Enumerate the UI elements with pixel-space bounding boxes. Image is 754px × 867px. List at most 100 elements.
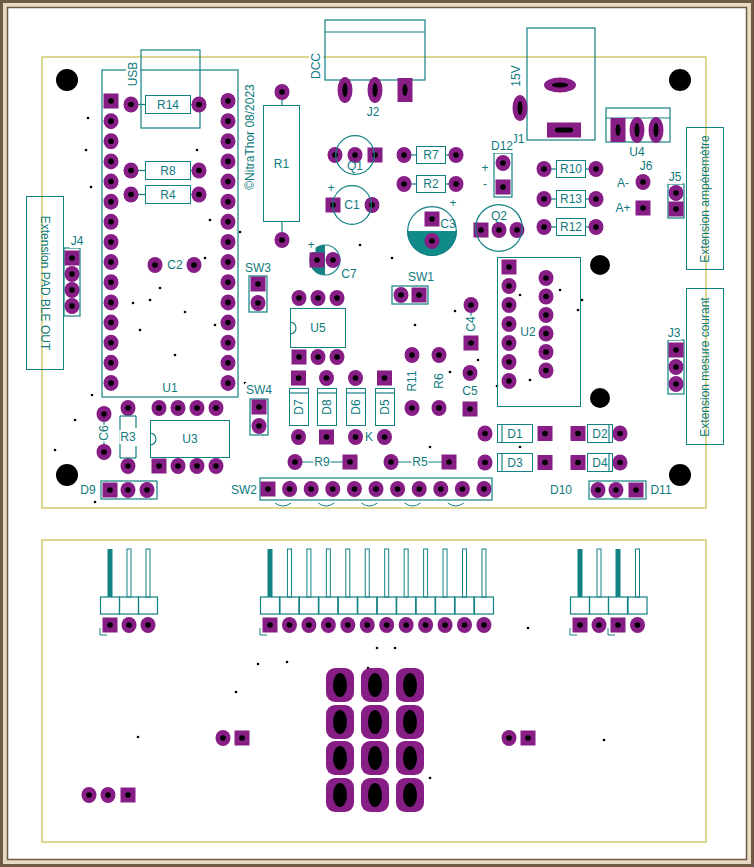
pad-round bbox=[221, 254, 236, 270]
part-reference: U2 bbox=[520, 325, 535, 339]
silk-outline bbox=[280, 597, 299, 614]
silk-outline bbox=[392, 286, 428, 304]
diode-body: D4 bbox=[587, 453, 613, 472]
pad-round bbox=[124, 187, 139, 203]
pad-round bbox=[399, 617, 414, 633]
resistor-body: R8 bbox=[145, 161, 191, 180]
drill-hole bbox=[416, 292, 422, 298]
pad-round bbox=[539, 289, 554, 305]
drill-hole bbox=[333, 783, 347, 807]
resistor-body: R14 bbox=[145, 95, 191, 114]
part-reference: R13 bbox=[560, 192, 582, 206]
component-circle bbox=[333, 186, 372, 225]
pad-round bbox=[394, 287, 409, 303]
via-dot bbox=[581, 299, 584, 302]
drill-hole bbox=[518, 101, 523, 115]
pad-square bbox=[343, 455, 358, 470]
drill-hole bbox=[296, 295, 302, 301]
pad-round bbox=[591, 482, 606, 498]
drill-hole bbox=[506, 302, 512, 308]
part-reference: D6 bbox=[349, 399, 363, 414]
drill-hole bbox=[442, 622, 448, 628]
pad-oval bbox=[338, 77, 353, 103]
silk-line bbox=[608, 424, 609, 443]
pad-round bbox=[65, 282, 80, 298]
via-dot bbox=[184, 311, 187, 314]
drill-hole bbox=[343, 83, 348, 97]
silk-line bbox=[135, 446, 136, 458]
header-pin bbox=[146, 549, 150, 597]
via-dot bbox=[359, 244, 362, 247]
pad-round bbox=[216, 730, 231, 746]
header-pin bbox=[443, 549, 447, 597]
diode-body: D1 bbox=[497, 424, 533, 443]
drill-hole bbox=[460, 486, 466, 492]
pad-round bbox=[405, 400, 420, 416]
pad-round bbox=[104, 375, 119, 391]
drill-hole bbox=[436, 405, 442, 411]
pad-square bbox=[261, 482, 276, 497]
drill-hole bbox=[256, 404, 262, 410]
pad-round bbox=[537, 191, 552, 207]
drill-hole bbox=[506, 735, 512, 741]
drill-hole bbox=[255, 281, 261, 287]
drill-hole bbox=[107, 622, 113, 628]
via-dot bbox=[239, 231, 242, 234]
pad-square bbox=[412, 288, 427, 303]
drill-hole bbox=[617, 460, 623, 466]
drill-hole bbox=[108, 159, 114, 165]
drill-hole bbox=[296, 434, 302, 440]
diode-body: D6 bbox=[346, 388, 366, 426]
pad-round bbox=[192, 163, 207, 179]
drill-hole bbox=[543, 368, 549, 374]
silk-outline bbox=[668, 340, 684, 394]
drill-hole bbox=[633, 487, 639, 493]
silkscreen-label: C6 bbox=[97, 424, 111, 441]
pad-round bbox=[464, 297, 479, 313]
silkscreen-label: - bbox=[482, 177, 488, 191]
pad-round bbox=[104, 153, 119, 169]
drill-hole bbox=[108, 219, 114, 225]
pad-round bbox=[104, 254, 119, 270]
silkscreen-label: SW4 bbox=[245, 383, 273, 397]
pad-square bbox=[104, 94, 119, 109]
mounting-hole bbox=[56, 464, 78, 486]
via-dot bbox=[94, 501, 97, 504]
drill-hole bbox=[575, 431, 581, 437]
silkscreen-label: R11 bbox=[405, 369, 419, 392]
pad-round bbox=[321, 617, 336, 633]
pad-round bbox=[311, 349, 326, 365]
pad-round bbox=[438, 617, 453, 633]
drill-hole bbox=[265, 486, 271, 492]
pad-square bbox=[538, 426, 553, 441]
pad-round bbox=[397, 147, 412, 163]
via-dot bbox=[429, 777, 432, 780]
pad-round bbox=[330, 349, 345, 365]
drill-hole bbox=[225, 98, 231, 104]
drill-hole bbox=[429, 238, 435, 244]
drill-hole bbox=[267, 622, 273, 628]
silk-outline bbox=[436, 597, 455, 614]
drill-hole bbox=[326, 622, 332, 628]
drill-hole bbox=[409, 352, 415, 358]
pad-round bbox=[463, 365, 478, 381]
pad-square bbox=[669, 202, 684, 217]
pad-round bbox=[397, 176, 412, 192]
drill-hole bbox=[108, 199, 114, 205]
drill-hole bbox=[225, 259, 231, 265]
via-dot bbox=[85, 149, 88, 152]
drill-hole bbox=[596, 622, 602, 628]
drill-hole bbox=[145, 622, 151, 628]
drill-hole bbox=[543, 349, 549, 355]
via-dot bbox=[209, 219, 212, 222]
silkscreen-label: C5 bbox=[461, 384, 478, 398]
pad-square bbox=[103, 618, 118, 633]
drill-hole bbox=[403, 783, 417, 807]
drill-hole bbox=[481, 486, 487, 492]
drill-hole bbox=[225, 380, 231, 386]
via-dot bbox=[257, 663, 260, 666]
via-dot bbox=[376, 647, 379, 650]
via-dot bbox=[391, 257, 394, 260]
